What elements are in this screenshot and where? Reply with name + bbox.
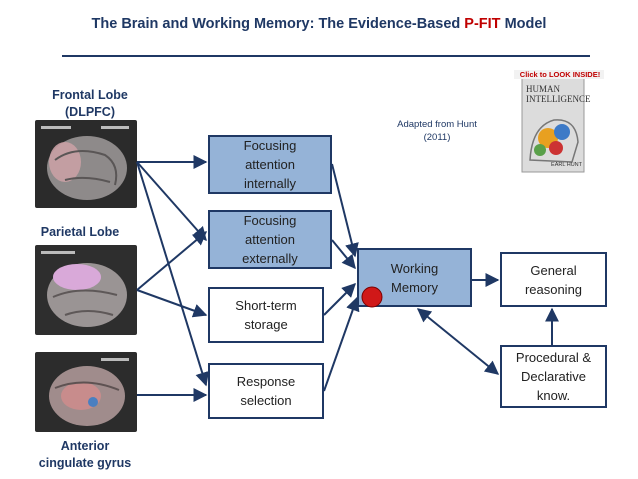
short-term-line2: storage	[244, 317, 288, 332]
adapted-from-note: Adapted from Hunt (2011)	[382, 118, 492, 144]
book-title-line2: INTELLIGENCE	[526, 94, 591, 104]
response-line2: selection	[240, 393, 292, 408]
focus-ext-line3: externally	[242, 251, 298, 266]
response-line1: Response	[236, 374, 296, 389]
arrow-response-wm	[323, 296, 360, 392]
anterior-cingulate-label: Anterior cingulate gyrus	[20, 438, 150, 472]
parietal-lobe-label: Parietal Lobe	[40, 225, 120, 239]
adapted-line1: Adapted from Hunt	[397, 119, 477, 130]
procedural-declarative-box: Procedural & Declarative know.	[500, 345, 607, 408]
arrow-frontal-external	[136, 161, 207, 242]
cingulate-brain-image	[35, 352, 137, 432]
response-selection-box: Response selection	[208, 363, 324, 419]
arrow-external-wm	[331, 239, 356, 270]
procedural-line3: know.	[536, 388, 571, 403]
book-title: HUMAN INTELLIGENCE	[522, 84, 591, 104]
frontal-brain-image	[35, 120, 137, 208]
red-marker-dot	[361, 286, 383, 308]
general-line2: reasoning	[524, 281, 583, 297]
frontal-lobe-label: Frontal Lobe (DLPFC)	[30, 87, 150, 121]
focus-int-line1: Focusing	[243, 138, 297, 153]
adapted-line2: (2011)	[423, 132, 451, 143]
general-line1: General	[530, 262, 577, 278]
focus-ext-line2: attention	[245, 232, 295, 247]
title-tail: Model	[500, 16, 547, 32]
focus-int-line2: attention	[245, 157, 295, 172]
book-author: EARL HUNT	[551, 162, 582, 168]
title-underline	[62, 55, 590, 57]
book-cover-image: Click to LOOK INSIDE! HUMAN INTELLIGENCE…	[492, 70, 604, 176]
arrow-parietal-storage	[136, 289, 208, 318]
arrow-wm-procedural	[416, 308, 500, 375]
frontal-lobe-line2: (DLPFC)	[65, 105, 115, 119]
arrow-parietal-external	[136, 231, 208, 291]
focus-ext-line1: Focusing	[243, 213, 297, 228]
title-main: The Brain and Working Memory: The Eviden…	[91, 16, 465, 32]
page-title: The Brain and Working Memory: The Eviden…	[0, 16, 638, 32]
cingulate-line1: Anterior	[60, 439, 110, 453]
arrow-internal-wm	[331, 163, 359, 258]
title-accent: P-FIT	[464, 16, 501, 32]
arrow-storage-wm	[323, 283, 356, 316]
cingulate-line2: cingulate gyrus	[38, 456, 132, 470]
working-memory-line1: Working	[390, 260, 439, 276]
focusing-externally-box: Focusing attention externally	[208, 210, 332, 269]
book-banner: Click to LOOK INSIDE!	[519, 70, 601, 79]
focusing-internally-box: Focusing attention internally	[208, 135, 332, 194]
frontal-lobe-line1: Frontal Lobe	[52, 88, 128, 102]
short-term-storage-box: Short-term storage	[208, 287, 324, 343]
arrow-frontal-response	[136, 161, 209, 387]
short-term-line1: Short-term	[235, 298, 297, 313]
focus-int-line3: internally	[243, 176, 297, 191]
procedural-line1: Procedural &	[515, 350, 592, 365]
general-reasoning-box: General reasoning	[500, 252, 607, 307]
book-title-line1: HUMAN	[526, 84, 561, 94]
procedural-line2: Declarative	[520, 369, 587, 384]
working-memory-line2: Memory	[391, 279, 438, 295]
parietal-brain-image	[35, 245, 137, 335]
